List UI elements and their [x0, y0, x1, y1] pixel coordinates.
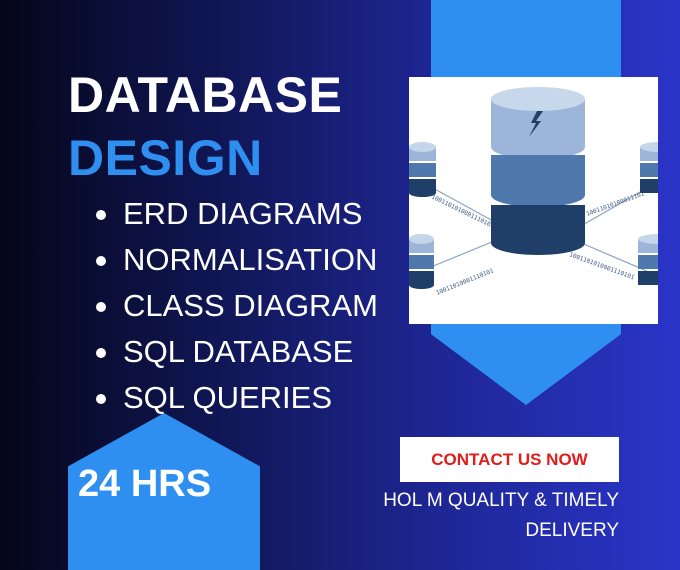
bullet-icon — [96, 210, 106, 220]
delivery-hours-badge: 24 HRS — [78, 463, 212, 505]
binary-label: 10011010100011101 — [585, 190, 645, 218]
feature-label: CLASS DIAGRAM — [123, 288, 378, 323]
binary-label: 10011010001110101 — [435, 267, 495, 297]
database-network-icon: 1001101010001110101 10011010100011101 10… — [409, 77, 658, 324]
feature-item-class-diagram: CLASS DIAGRAM — [96, 288, 378, 334]
title-design: DESIGN — [68, 130, 263, 186]
tagline-line-2: DELIVERY — [525, 520, 619, 541]
feature-label: ERD DIAGRAMS — [123, 196, 363, 231]
title-database: DATABASE — [68, 67, 343, 123]
feature-item-sql-queries: SQL QUERIES — [96, 380, 378, 426]
tagline-line-1: HOL M QUALITY & TIMELY — [383, 490, 619, 511]
bullet-icon — [96, 394, 106, 404]
binary-label: 1001101010001110101 — [430, 194, 495, 231]
feature-label: SQL QUERIES — [123, 380, 333, 415]
feature-item-normalisation: NORMALISATION — [96, 242, 378, 288]
binary-label: 1001101010001110101 — [568, 251, 635, 281]
feature-label: SQL DATABASE — [123, 334, 354, 369]
tagline: HOL M QUALITY & TIMELY DELIVERY — [319, 486, 619, 546]
feature-item-erd: ERD DIAGRAMS — [96, 196, 378, 242]
bullet-icon — [96, 256, 106, 266]
feature-list: ERD DIAGRAMS NORMALISATION CLASS DIAGRAM… — [96, 196, 378, 426]
bullet-icon — [96, 302, 106, 312]
contact-us-button[interactable]: CONTACT US NOW — [400, 437, 619, 482]
bullet-icon — [96, 348, 106, 358]
feature-label: NORMALISATION — [123, 242, 378, 277]
feature-item-sql-database: SQL DATABASE — [96, 334, 378, 380]
